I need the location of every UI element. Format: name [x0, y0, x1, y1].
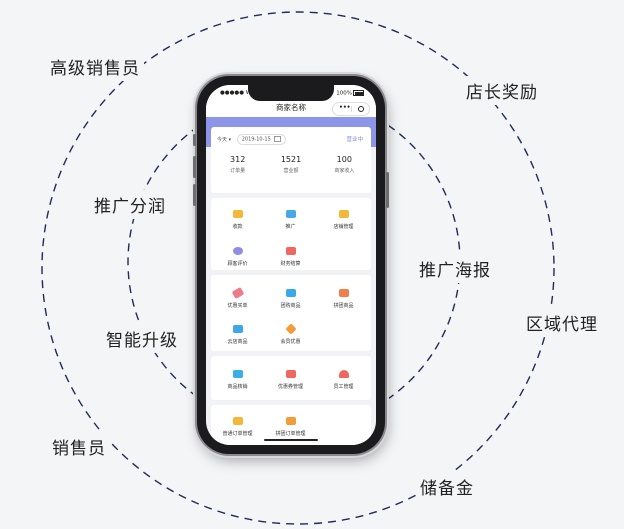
grid-item-label: 收款 — [232, 224, 243, 230]
stat-orders[interactable]: 312 订单量 — [211, 155, 264, 174]
grid-item-verify[interactable]: 商品核销 — [211, 370, 264, 390]
close-target-icon[interactable] — [358, 106, 364, 112]
grid-item-finance[interactable]: 财务结算 — [264, 247, 317, 267]
bag-icon — [285, 289, 296, 297]
label-senior-sales: 高级销售员 — [46, 52, 144, 81]
section-products: 优惠买单 团购商品 拼团商品 云店商品 会员优惠 — [211, 275, 371, 351]
period-select[interactable]: 今天 ▾ — [217, 136, 232, 143]
cloud-store-icon — [232, 325, 243, 333]
store-icon — [338, 210, 349, 218]
grid-item-staff-manage[interactable]: 员工管理 — [317, 370, 370, 390]
page-title: 商家名称 — [276, 103, 306, 112]
stat-label: 订单量 — [230, 168, 246, 174]
label-smart-upgrade: 智能升级 — [102, 324, 182, 353]
volume-down-button — [193, 184, 196, 206]
label-promo-commission: 推广分润 — [90, 190, 170, 219]
receipt-icon — [232, 210, 243, 218]
diamond-icon — [284, 323, 297, 335]
grid-item-label: 普通订单管理 — [222, 431, 253, 437]
grid-item-label: 优惠券管理 — [277, 384, 303, 390]
home-indicator — [264, 439, 318, 441]
grid-item-label: 拼团订单管理 — [275, 431, 306, 437]
carrier-text: ●●●●● WeChat — [220, 90, 268, 96]
grid-item-coupon-manage[interactable]: 优惠券管理 — [264, 370, 317, 390]
overview-card: 今天 ▾ 2019-10-15 营业中 312 订单量 1521 营业额 100… — [211, 127, 371, 193]
grid-item-label: 云店商品 — [227, 339, 248, 345]
battery-icon — [353, 90, 364, 96]
nav-bar: 商家名称 ••• — [206, 99, 376, 117]
grid-item-label: 会员优惠 — [280, 339, 301, 345]
group-order-icon — [285, 417, 296, 425]
grid-item-cloud-store[interactable]: 云店商品 — [211, 325, 264, 345]
stat-value: 312 — [230, 155, 246, 164]
battery-indicator: 100% — [336, 90, 364, 97]
power-button — [386, 172, 389, 208]
phone-notch — [248, 85, 334, 101]
grid-item-member-discount[interactable]: 会员优惠 — [264, 323, 317, 345]
verify-icon — [232, 370, 243, 378]
grid-item-label: 商品核销 — [227, 384, 248, 390]
coupon-icon — [285, 370, 296, 378]
review-icon — [232, 247, 243, 255]
mute-switch — [193, 134, 196, 146]
promote-icon — [285, 210, 296, 218]
stat-revenue[interactable]: 1521 营业额 — [264, 155, 317, 174]
grid-item-label: 财务结算 — [280, 261, 301, 267]
volume-up-button — [193, 156, 196, 178]
date-filter: 今天 ▾ 2019-10-15 — [217, 134, 286, 145]
grid-item-group-buy[interactable]: 团购商品 — [264, 289, 317, 309]
stat-label: 商家收入 — [334, 168, 355, 174]
grid-item-label: 推广 — [285, 224, 296, 230]
stat-label: 营业额 — [283, 168, 299, 174]
grid-item-label: 顾客评价 — [227, 261, 248, 267]
more-icon[interactable]: ••• — [339, 104, 351, 111]
grid-item-label: 店铺管理 — [333, 224, 354, 230]
section-orders: 普通订单管理 拼团订单管理 — [211, 405, 371, 445]
mini-program-capsule[interactable]: ••• — [332, 102, 370, 116]
grid-item-label: 团购商品 — [280, 303, 301, 309]
grid-item-receipt[interactable]: 收款 — [211, 210, 264, 230]
grid-item-store-manage[interactable]: 店铺管理 — [317, 210, 370, 230]
grid-item-normal-orders[interactable]: 普通订单管理 — [211, 417, 264, 437]
label-salesperson: 销售员 — [48, 432, 110, 461]
stat-value: 100 — [336, 155, 352, 164]
calendar-icon — [273, 136, 281, 142]
grid-item-label: 拼团商品 — [333, 303, 354, 309]
label-store-manager-reward: 店长奖励 — [462, 76, 542, 105]
grid-item-discount-pay[interactable]: 优惠买单 — [211, 287, 264, 309]
label-regional-agent: 区域代理 — [522, 308, 602, 337]
date-text: 2019-10-15 — [241, 136, 271, 143]
grid-item-label: 优惠买单 — [227, 303, 248, 309]
grid-item-group-product[interactable]: 拼团商品 — [317, 289, 370, 309]
battery-text: 100% — [336, 90, 352, 97]
grid-item-label: 员工管理 — [333, 384, 354, 390]
wallet-icon — [285, 247, 296, 255]
stat-merchant-income[interactable]: 100 商家收入 — [318, 155, 371, 174]
label-promo-poster: 推广海报 — [415, 254, 495, 283]
tag-icon — [231, 287, 244, 299]
label-reserve-fund: 储备金 — [416, 472, 478, 501]
business-status[interactable]: 营业中 — [346, 137, 363, 143]
phone-mockup: ●●●●● WeChat 100% 商家名称 ••• 今天 ▾ 2019-10-… — [193, 76, 389, 454]
grid-item-promote[interactable]: 推广 — [264, 210, 317, 230]
puzzle-icon — [338, 289, 349, 297]
grid-item-group-orders[interactable]: 拼团订单管理 — [264, 417, 317, 437]
date-picker[interactable]: 2019-10-15 — [236, 134, 286, 145]
stat-value: 1521 — [280, 155, 302, 164]
grid-item-reviews[interactable]: 顾客评价 — [211, 247, 264, 267]
section-operations: 商品核销 优惠券管理 员工管理 — [211, 356, 371, 400]
phone-screen: ●●●●● WeChat 100% 商家名称 ••• 今天 ▾ 2019-10-… — [206, 85, 376, 445]
staff-icon — [338, 370, 349, 378]
section-store-tools: 收款 推广 店铺管理 顾客评价 财务结算 — [211, 198, 371, 270]
stats-row: 312 订单量 1521 营业额 100 商家收入 — [211, 155, 371, 174]
outer-orbit-ring — [41, 11, 555, 525]
order-icon — [232, 417, 243, 425]
capsule-divider — [351, 106, 352, 112]
